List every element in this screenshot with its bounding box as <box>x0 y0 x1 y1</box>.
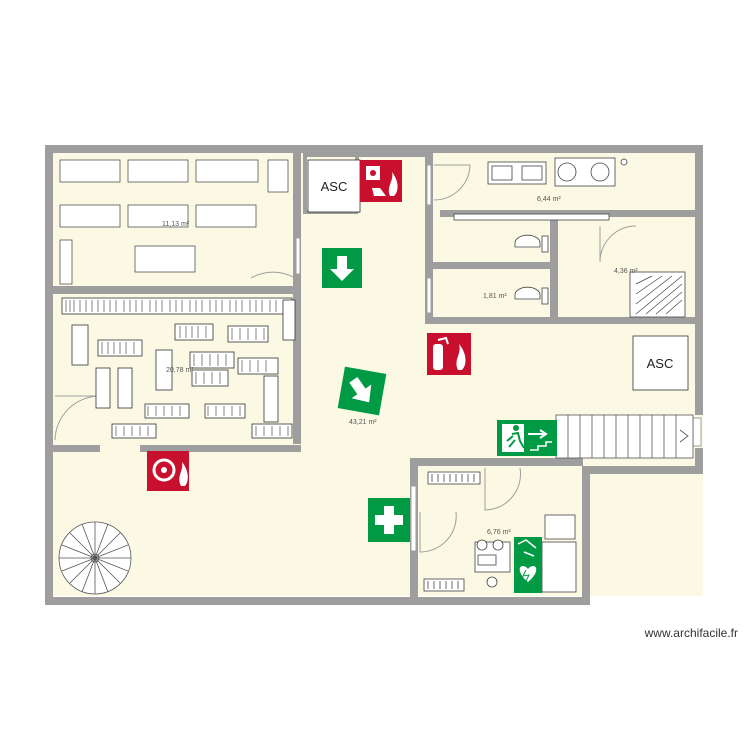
first-aid-sign <box>368 498 410 542</box>
door-washroom <box>433 164 471 201</box>
watermark: www.archifacile.fr <box>644 626 738 640</box>
staircase <box>555 414 694 459</box>
sanitary-fixtures <box>453 157 686 318</box>
office-desks <box>59 159 289 285</box>
door-infirmary-1 <box>484 467 521 511</box>
emergency-exit-sign <box>497 420 557 456</box>
fire-extinguisher-sign <box>427 333 471 375</box>
door-infirmary-2 <box>419 511 457 553</box>
fire-hose-sign <box>147 451 189 491</box>
walls <box>45 145 703 605</box>
door-shower <box>599 225 637 263</box>
windows <box>295 164 702 552</box>
elevator-top: ASC <box>307 159 361 213</box>
defibrillator-sign <box>514 537 542 593</box>
elevator-label: ASC <box>321 179 348 194</box>
area-label-office: 11,13 m² <box>162 221 190 228</box>
area-label-library: 20,78 m² <box>166 367 194 374</box>
area-label-wc-small: 1,81 m² <box>483 293 507 300</box>
area-label-hall: 43,21 m² <box>349 419 377 426</box>
fire-alarm-sign <box>360 160 402 202</box>
spiral-staircase <box>58 521 132 595</box>
elevator-label: ASC <box>647 356 674 371</box>
area-label-infirmary: 6,76 m² <box>487 529 511 536</box>
area-label-shower: 4,36 m² <box>614 268 638 275</box>
infirmary-furniture <box>423 471 577 593</box>
area-label-washroom: 6,44 m² <box>537 196 561 203</box>
elevator-right: ASC <box>632 335 689 391</box>
evacuation-arrow-down-sign <box>322 248 362 288</box>
door-office <box>250 234 296 279</box>
evacuation-arrow-diagonal-sign <box>337 366 387 416</box>
library-book-hatching <box>65 300 289 436</box>
